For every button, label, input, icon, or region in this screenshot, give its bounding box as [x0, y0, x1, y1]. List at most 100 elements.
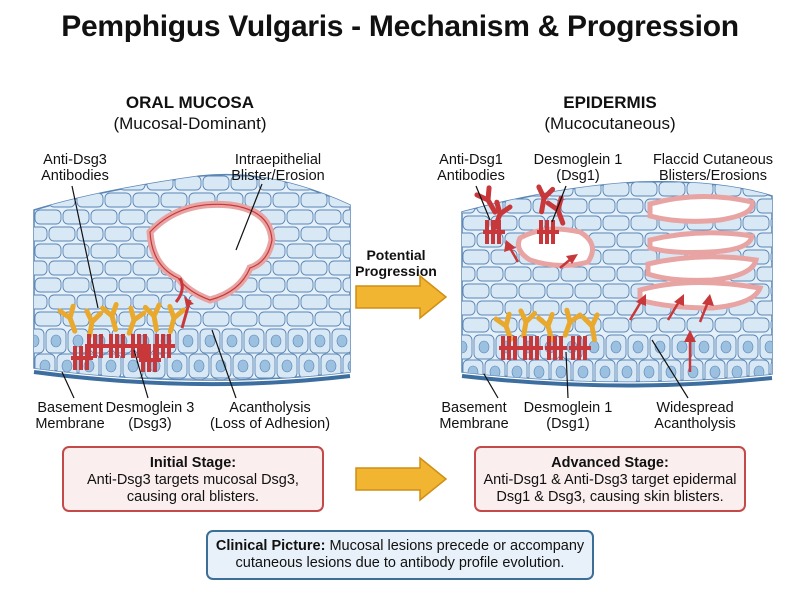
initial-stage-box: Initial Stage: Anti-Dsg3 targets mucosal… — [62, 446, 324, 512]
antibody-icon — [126, 305, 147, 336]
cell — [160, 294, 188, 310]
cell — [462, 198, 476, 214]
cell — [462, 300, 476, 316]
cell — [174, 175, 202, 191]
flaccid-blister-2 — [647, 230, 755, 255]
acantholysis-label: Acantholysis (Loss of Adhesion) — [200, 400, 340, 432]
cell — [504, 300, 532, 316]
widespread-line2: Acantholysis — [654, 416, 736, 432]
progression-arrow — [355, 274, 448, 320]
anti-dsg1-label-line2: Antibodies — [437, 168, 505, 184]
cell — [574, 181, 602, 197]
cell — [104, 192, 132, 208]
cell — [7, 278, 33, 292]
widespread-acantholysis-label: Widespread Acantholysis — [640, 400, 750, 432]
left-panel-title: ORAL MUCOSA — [125, 93, 255, 112]
cell — [286, 243, 314, 259]
cell — [62, 209, 90, 225]
cell — [532, 300, 560, 316]
dsg1-bottom-line1: Desmoglein 1 — [523, 400, 613, 416]
desmoglein-icon — [483, 220, 505, 244]
cell — [770, 283, 772, 299]
cell — [588, 300, 616, 316]
page-title: Pemphigus Vulgaris - Mechanism & Progres… — [61, 10, 739, 43]
left-panel-subtitle: (Mucosal-Dominant) — [113, 114, 267, 133]
cell — [342, 277, 350, 293]
cell — [518, 283, 546, 299]
cell — [48, 260, 76, 276]
basement-membrane-right — [461, 374, 773, 388]
cell — [132, 260, 160, 276]
clinical-picture-box: Clinical Picture: Mucosal lesions preced… — [206, 530, 594, 580]
cell — [602, 249, 630, 265]
cell — [785, 267, 800, 281]
cell — [300, 260, 328, 276]
cell — [756, 266, 772, 282]
cell — [630, 249, 658, 265]
cell — [300, 192, 328, 208]
cell — [588, 198, 616, 214]
cell — [328, 192, 350, 208]
cell — [118, 277, 146, 293]
cell — [365, 354, 385, 378]
cell — [34, 328, 45, 354]
antibody-icon — [57, 303, 78, 334]
cell — [462, 266, 476, 282]
initial-stage-title: Initial Stage: — [149, 455, 237, 471]
cell — [342, 243, 350, 259]
cell — [155, 378, 177, 381]
cell — [104, 226, 132, 242]
anti-dsg1-label-line1: Anti-Dsg1 — [439, 152, 503, 168]
cell — [490, 181, 518, 197]
cell — [785, 301, 800, 315]
cell — [782, 335, 800, 359]
cell — [357, 227, 383, 241]
cell — [258, 277, 286, 293]
cell — [770, 215, 772, 231]
basement-left-line2: Membrane — [35, 416, 105, 432]
cell — [658, 181, 686, 197]
antibody-icon — [580, 312, 600, 343]
basement-left-line1: Basement — [37, 400, 103, 416]
cell — [630, 215, 658, 231]
desmoglein-icon — [521, 336, 543, 360]
antibody-icon — [536, 184, 556, 215]
clinical-line2: cutaneous lesions due to antibody profil… — [235, 555, 565, 571]
cell — [34, 260, 48, 276]
anti-dsg3-label-line2: Antibodies — [41, 168, 109, 184]
flaccid-blister-4 — [637, 280, 764, 311]
cell — [48, 192, 76, 208]
cell — [90, 277, 118, 293]
cell — [462, 232, 476, 248]
cell — [118, 243, 146, 259]
potential-progression-label: Potential Progression — [340, 247, 452, 279]
cell — [756, 232, 772, 248]
cell — [328, 226, 350, 242]
cell — [34, 294, 48, 310]
cell — [34, 277, 62, 293]
cell — [272, 294, 300, 310]
stage-arrow — [355, 456, 448, 502]
antibody-icon — [536, 312, 555, 343]
flaccid-blisters-label: Flaccid Cutaneous Blisters/Erosions — [646, 152, 780, 184]
cell — [177, 378, 199, 381]
cell — [34, 192, 48, 208]
upper-blister — [515, 226, 595, 268]
cell — [258, 311, 286, 327]
desmoglein-icon — [545, 336, 567, 360]
antibody-icon — [167, 304, 186, 335]
cell — [118, 209, 146, 225]
anti-dsg1-label: Anti-Dsg1 Antibodies — [426, 152, 516, 184]
advanced-stage-line1: Anti-Dsg1 & Anti-Dsg3 target epidermal — [483, 472, 737, 488]
blister-erosion-label: Intraepithelial Blister/Erosion — [212, 152, 344, 184]
cell — [602, 215, 630, 231]
cell — [602, 317, 630, 333]
desmoglein-icon — [537, 220, 559, 244]
right-panel-title: EPIDERMIS — [563, 93, 657, 112]
cell — [286, 277, 314, 293]
cell — [462, 334, 473, 360]
dsg1-top-line2: (Dsg1) — [556, 168, 600, 184]
cell — [490, 249, 518, 265]
cell — [146, 277, 174, 293]
widespread-line1: Widespread — [656, 400, 734, 416]
